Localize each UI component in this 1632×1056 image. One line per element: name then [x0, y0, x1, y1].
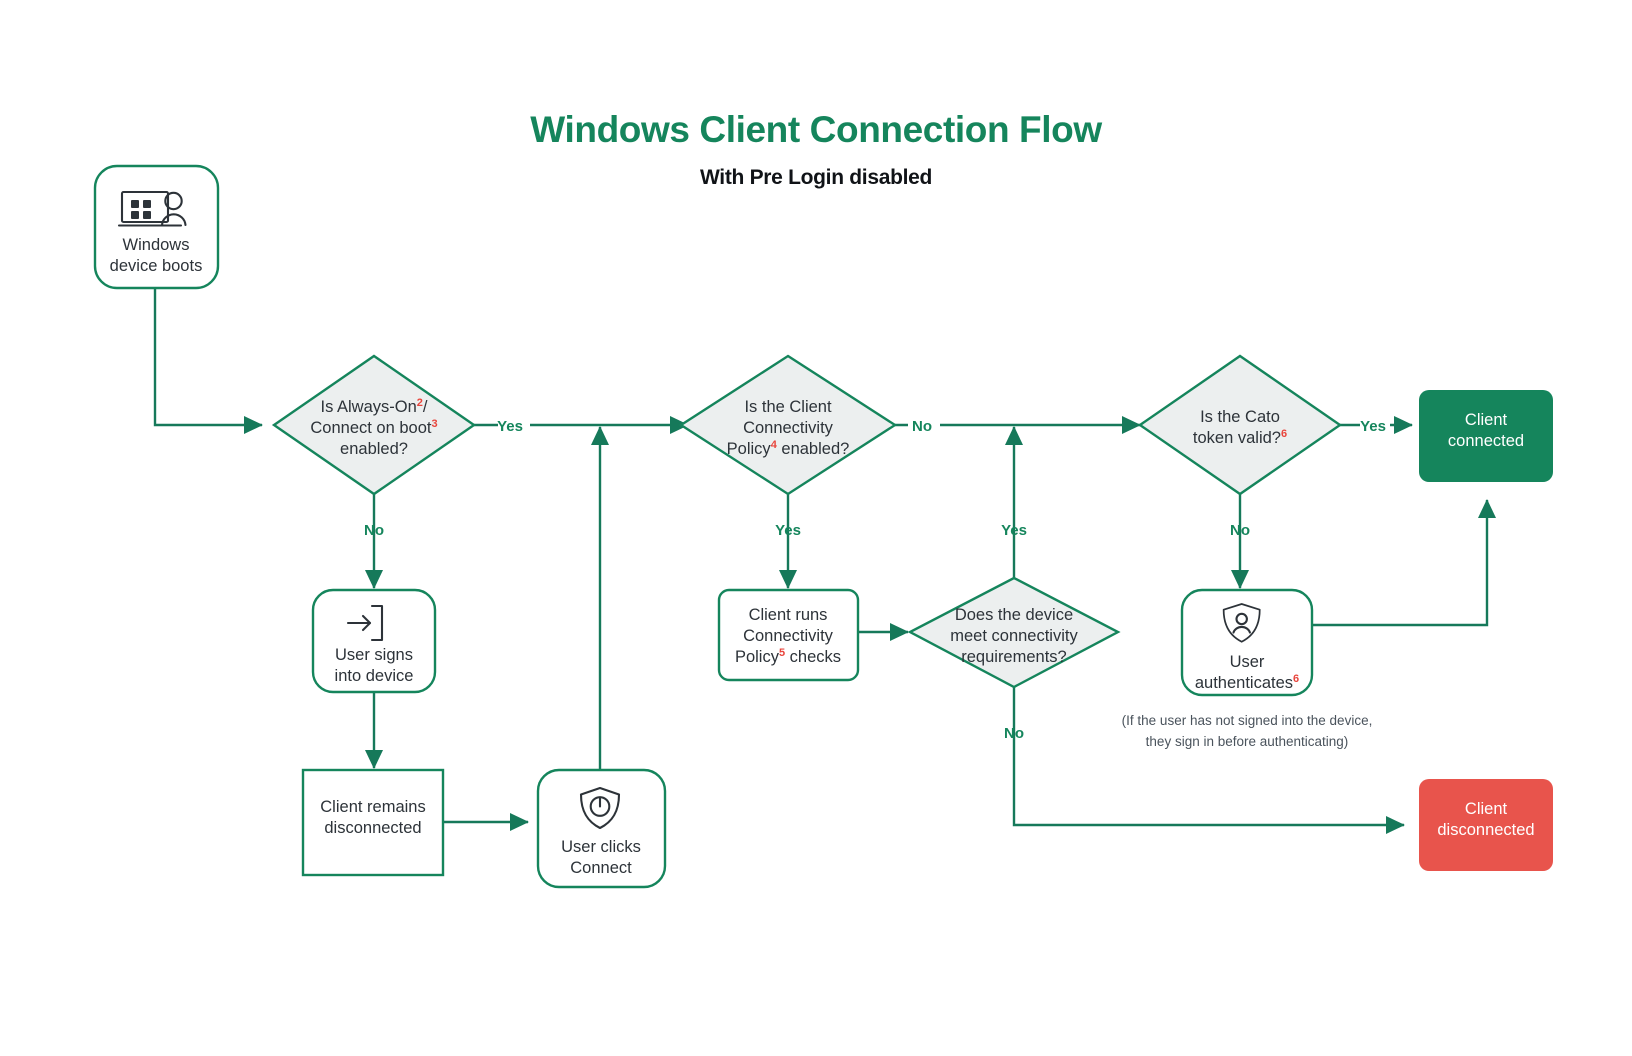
svg-text:Connect on boot3: Connect on boot3	[310, 418, 437, 437]
user-authenticates-sup-6: 6	[1293, 673, 1299, 685]
user-authenticates-note-line1: (If the user has not signed into the dev…	[1122, 713, 1373, 728]
ccp-sup-4: 4	[771, 439, 778, 451]
node-client-remains-disconnected[interactable]: Client remains disconnected	[301, 768, 445, 877]
ccp-line1: Is the Client	[744, 398, 832, 416]
ccp-line3-tail: enabled?	[777, 440, 850, 458]
client-disconnected-line1: Client	[1465, 800, 1508, 818]
user-authenticates-line2: authenticates	[1195, 674, 1293, 692]
user-clicks-connect-line2: Connect	[570, 859, 632, 877]
always-on-line3: enabled?	[340, 440, 408, 458]
shield-power-icon	[579, 786, 621, 830]
edge-label-requirements-no: No	[1004, 725, 1024, 742]
requirements-line1: Does the device	[955, 606, 1073, 624]
client-runs-checks-line2: Connectivity	[743, 627, 834, 645]
user-clicks-connect-line1: User clicks	[561, 838, 641, 856]
svg-text:Is Always-On2/: Is Always-On2/	[321, 397, 428, 416]
edge-label-token-yes: Yes	[1360, 418, 1386, 435]
cato-token-line2: token valid?	[1193, 429, 1281, 447]
svg-text:token valid?6: token valid?6	[1193, 428, 1287, 447]
ccp-line2: Connectivity	[743, 419, 834, 437]
node-windows-device-boots[interactable]: Windows device boots	[93, 164, 220, 290]
client-connected-shape	[1419, 390, 1553, 482]
ccp-diamond-shape	[678, 354, 898, 496]
edge-label-requirements-yes: Yes	[1001, 522, 1027, 539]
requirements-line3: requirements?	[961, 648, 1066, 666]
node-client-runs-connectivity-policy-checks[interactable]: Client runs Connectivity Policy5 checks	[717, 588, 860, 682]
node-user-signs-into-device[interactable]: User signs into device	[311, 588, 437, 694]
node-does-device-meet-connectivity-requirements[interactable]: Does the device meet connectivity requir…	[907, 576, 1121, 689]
client-disconnected-line2: disconnected	[1437, 821, 1534, 839]
client-connected-line2: connected	[1448, 432, 1524, 450]
client-connected-line1: Client	[1465, 411, 1508, 429]
shield-person-icon	[1222, 603, 1261, 643]
client-runs-checks-line3-tail: checks	[785, 648, 841, 666]
user-clicks-connect-shape	[536, 768, 667, 889]
client-runs-checks-line3: Policy	[735, 648, 780, 666]
windows-device-boots-line2: device boots	[110, 257, 203, 275]
user-signs-into-device-line2: into device	[335, 667, 414, 685]
user-authenticates-shape	[1180, 588, 1314, 697]
edge-authenticate-to-connected	[1312, 499, 1497, 627]
cato-token-line1: Is the Cato	[1200, 408, 1280, 426]
always-on-line1: Is Always-On	[321, 398, 417, 416]
windows-device-boots-line1: Windows	[123, 236, 190, 254]
client-remains-disconnected-line1: Client remains	[320, 798, 425, 816]
always-on-sup-2: 2	[417, 397, 423, 409]
cato-token-diamond-shape	[1137, 354, 1343, 496]
svg-text:Policy4 enabled?: Policy4 enabled?	[727, 439, 850, 458]
edge-label-ccp-no: No	[912, 418, 932, 435]
page-title: Windows Client Connection Flow	[530, 109, 1102, 150]
always-on-line1-tail: /	[423, 398, 428, 416]
client-runs-checks-sup-5: 5	[779, 647, 785, 659]
user-signs-into-device-line1: User signs	[335, 646, 413, 664]
always-on-line2: Connect on boot	[310, 419, 432, 437]
edge-label-token-no: No	[1230, 522, 1250, 539]
edge-label-ccp-yes: Yes	[775, 522, 801, 539]
ccp-line3: Policy	[727, 440, 772, 458]
client-remains-disconnected-line2: disconnected	[324, 819, 421, 837]
connector-layer	[153, 288, 1497, 835]
always-on-sup-3: 3	[431, 418, 437, 430]
node-client-connected[interactable]: Client connected	[1419, 390, 1553, 482]
page-subtitle: With Pre Login disabled	[700, 166, 932, 189]
edge-label-always-on-no: No	[364, 522, 384, 539]
edge-label-always-on-yes: Yes	[497, 418, 523, 435]
node-is-client-connectivity-policy-enabled[interactable]: Is the Client Connectivity Policy4 enabl…	[678, 354, 898, 496]
client-runs-checks-shape	[717, 588, 860, 682]
windows-device-boots-shape	[93, 164, 220, 290]
client-runs-checks-line1: Client runs	[749, 606, 828, 624]
node-client-disconnected[interactable]: Client disconnected	[1419, 779, 1553, 871]
edge-requirements-no-to-disconnected	[1012, 686, 1405, 835]
user-authenticates-note-line2: they sign in before authenticating)	[1146, 734, 1349, 749]
always-on-diamond-shape	[271, 354, 477, 496]
node-is-cato-token-valid[interactable]: Is the Cato token valid?6	[1137, 354, 1343, 496]
svg-text:authenticates6: authenticates6	[1195, 673, 1299, 692]
laptop-user-icon	[117, 190, 187, 227]
node-user-authenticates[interactable]: User authenticates6	[1180, 588, 1314, 697]
edge-start-to-always-on	[153, 288, 263, 435]
sign-in-icon	[346, 604, 384, 642]
client-disconnected-shape	[1419, 779, 1553, 871]
cato-token-sup-6: 6	[1281, 428, 1287, 440]
requirements-diamond-shape	[907, 576, 1121, 689]
requirements-line2: meet connectivity	[950, 627, 1078, 645]
user-authenticates-line1: User	[1230, 653, 1265, 671]
svg-text:Policy5 checks: Policy5 checks	[735, 647, 841, 666]
node-user-clicks-connect[interactable]: User clicks Connect	[536, 768, 667, 889]
client-remains-disconnected-shape	[301, 768, 445, 877]
node-is-always-on-enabled[interactable]: Is Always-On2/ Connect on boot3 enabled?	[271, 354, 477, 496]
